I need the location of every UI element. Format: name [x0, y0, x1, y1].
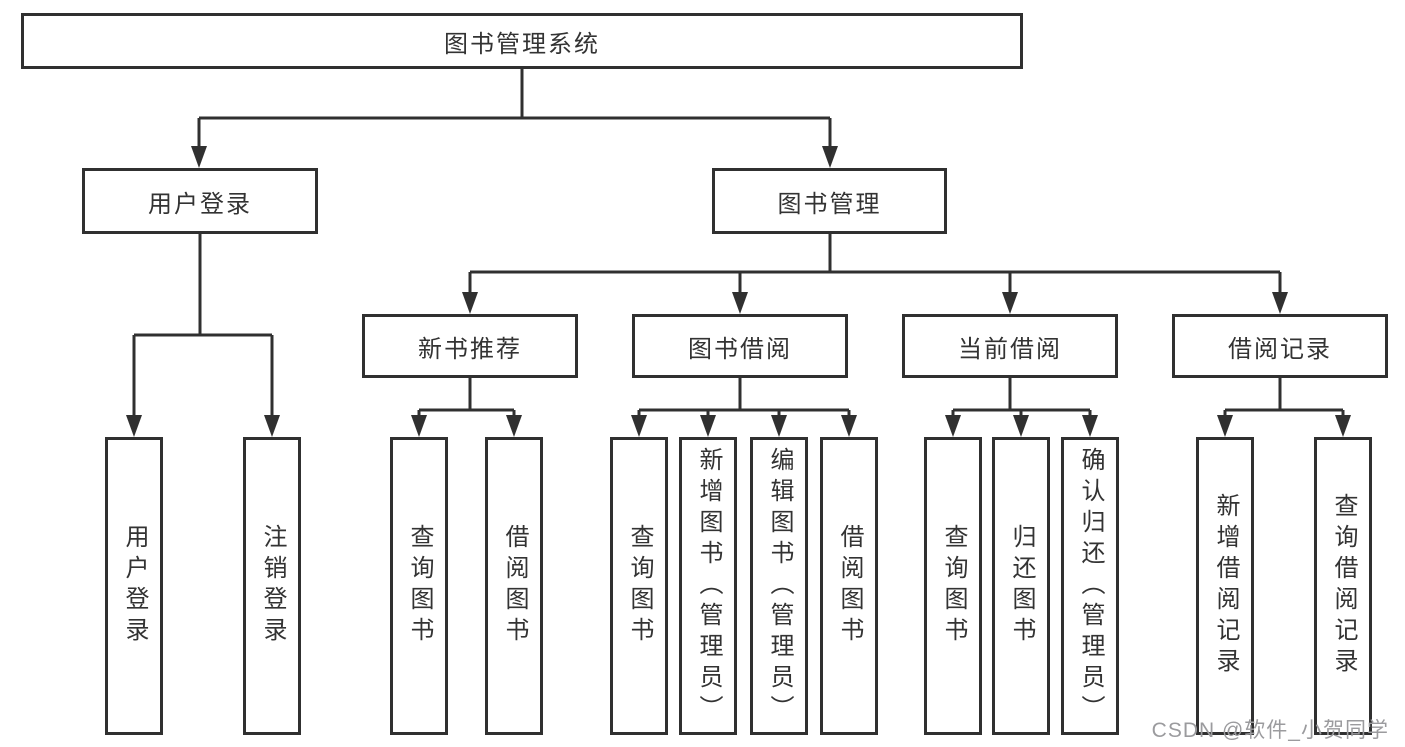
connector-cur-borrow-children: [945, 378, 1098, 437]
leaf-edit-book-admin: 编辑图书（管理员）: [750, 437, 808, 735]
leaf-borrow-books-label: 借阅图书: [836, 524, 863, 648]
leaf-add-book-admin-label: 新增图书（管理员）: [695, 446, 722, 726]
node-current-borrowing-label: 当前借阅: [958, 335, 1062, 363]
leaf-logout: 注销登录: [243, 437, 301, 735]
leaf-user-login: 用户登录: [105, 437, 163, 735]
arrowhead-icon: [1082, 415, 1098, 437]
arrowhead-icon: [1217, 415, 1233, 437]
leaf-add-book-admin: 新增图书（管理员）: [679, 437, 737, 735]
leaf-query-books-recommend: 查询图书: [390, 437, 448, 735]
node-book-management: 图书管理: [712, 168, 947, 234]
node-root: 图书管理系统: [21, 13, 1023, 69]
leaf-add-borrow-record: 新增借阅记录: [1196, 437, 1254, 735]
arrowhead-icon: [822, 146, 838, 168]
connector-new-rec-children: [411, 378, 522, 437]
arrowhead-icon: [732, 292, 748, 314]
leaf-logout-label: 注销登录: [259, 524, 286, 648]
node-borrow-records: 借阅记录: [1172, 314, 1388, 378]
arrowhead-icon: [411, 415, 427, 437]
leaf-add-borrow-record-label: 新增借阅记录: [1212, 493, 1239, 679]
leaf-confirm-return-admin-label: 确认归还（管理员）: [1077, 446, 1104, 726]
node-user-login-label: 用户登录: [148, 190, 252, 218]
arrowhead-icon: [771, 415, 787, 437]
node-new-book-recommend-label: 新书推荐: [418, 335, 522, 363]
leaf-borrow-books-recommend: 借阅图书: [485, 437, 543, 735]
leaf-return-book: 归还图书: [992, 437, 1050, 735]
leaf-query-books-current: 查询图书: [924, 437, 982, 735]
connector-borrow-rec-children: [1217, 378, 1351, 437]
connector-root-to-level2: [191, 69, 838, 168]
leaf-query-books-borrowing: 查询图书: [610, 437, 668, 735]
connector-book-mgmt-children: [462, 234, 1288, 314]
node-book-borrowing-label: 图书借阅: [688, 335, 792, 363]
leaf-edit-book-admin-label: 编辑图书（管理员）: [766, 446, 793, 726]
arrowhead-icon: [506, 415, 522, 437]
arrowhead-icon: [126, 415, 142, 437]
arrowhead-icon: [945, 415, 961, 437]
leaf-return-book-label: 归还图书: [1008, 524, 1035, 648]
leaf-query-borrow-record-label: 查询借阅记录: [1330, 493, 1357, 679]
node-book-borrowing: 图书借阅: [632, 314, 848, 378]
arrowhead-icon: [191, 146, 207, 168]
watermark: CSDN @软件_小贺同学: [1151, 719, 1389, 742]
arrowhead-icon: [700, 415, 716, 437]
leaf-query-books-recommend-label: 查询图书: [406, 524, 433, 648]
arrowhead-icon: [1002, 292, 1018, 314]
leaf-borrow-books-recommend-label: 借阅图书: [501, 524, 528, 648]
node-book-management-label: 图书管理: [777, 190, 882, 218]
leaf-query-borrow-record: 查询借阅记录: [1314, 437, 1372, 735]
arrowhead-icon: [1272, 292, 1288, 314]
node-new-book-recommend: 新书推荐: [362, 314, 578, 378]
node-root-label: 图书管理系统: [444, 30, 600, 58]
leaf-query-books-borrowing-label: 查询图书: [626, 524, 653, 648]
leaf-query-books-current-label: 查询图书: [940, 524, 967, 648]
arrowhead-icon: [462, 292, 478, 314]
arrowhead-icon: [1013, 415, 1029, 437]
node-borrow-records-label: 借阅记录: [1228, 335, 1332, 363]
leaf-borrow-books: 借阅图书: [820, 437, 878, 735]
leaf-user-login-label: 用户登录: [121, 524, 148, 648]
arrowhead-icon: [1335, 415, 1351, 437]
leaf-confirm-return-admin: 确认归还（管理员）: [1061, 437, 1119, 735]
node-user-login: 用户登录: [82, 168, 318, 234]
arrowhead-icon: [841, 415, 857, 437]
connector-book-borrow-children: [631, 378, 857, 437]
arrowhead-icon: [264, 415, 280, 437]
node-current-borrowing: 当前借阅: [902, 314, 1118, 378]
arrowhead-icon: [631, 415, 647, 437]
connector-user-login-children: [126, 234, 280, 437]
